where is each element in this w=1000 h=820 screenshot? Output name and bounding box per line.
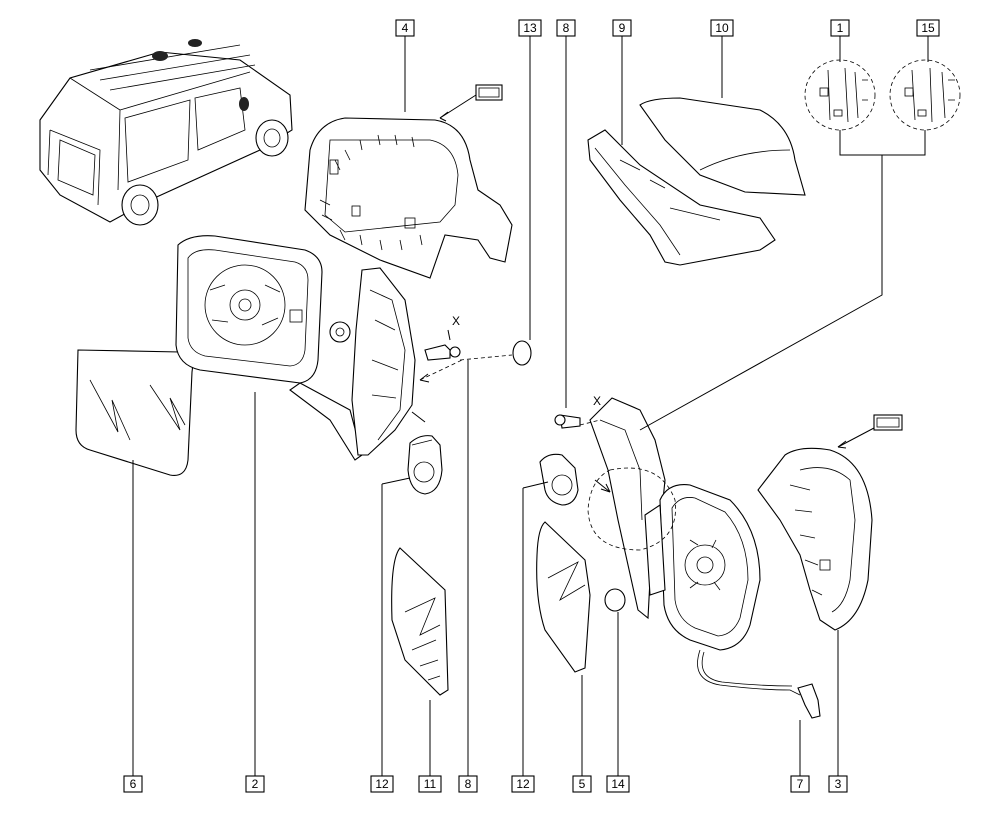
callout-14: 14 — [606, 775, 630, 793]
washer-part-13 — [512, 340, 532, 366]
mirror-glass-part-5 — [536, 521, 591, 673]
reference-tag-4 — [439, 84, 503, 122]
svg-text:12: 12 — [516, 777, 530, 791]
detail-clip-part-1 — [804, 59, 876, 131]
callout-5: 5 — [572, 775, 592, 793]
svg-text:13: 13 — [523, 21, 537, 35]
svg-text:12: 12 — [375, 777, 389, 791]
callout-6: 6 — [123, 775, 143, 793]
heating-element-left — [407, 435, 443, 495]
mirror-body-left — [175, 235, 363, 461]
svg-text:1: 1 — [837, 21, 844, 35]
wiring-harness-part-7 — [697, 649, 821, 719]
marker-x-right: X — [593, 394, 601, 408]
callout-4: 4 — [395, 19, 415, 37]
callout-10: 10 — [710, 19, 734, 37]
svg-text:3: 3 — [835, 777, 842, 791]
svg-text:7: 7 — [797, 777, 804, 791]
svg-text:6: 6 — [130, 777, 137, 791]
mirror-frame-part-9 — [587, 129, 776, 266]
callout-3: 3 — [828, 775, 848, 793]
mirror-body-right — [644, 484, 761, 651]
leader-lines — [132, 36, 929, 776]
svg-text:8: 8 — [465, 777, 472, 791]
callout-12-right: 12 — [511, 775, 535, 793]
mirror-cover-part-4 — [304, 117, 513, 279]
detail-clip-part-15 — [889, 59, 961, 131]
mirror-cover-part-3 — [757, 447, 873, 631]
mirror-glass-part-11 — [391, 547, 449, 696]
callout-11: 11 — [418, 775, 442, 793]
screw-left — [424, 329, 461, 361]
svg-text:14: 14 — [611, 777, 625, 791]
callout-13: 13 — [518, 19, 542, 37]
callout-12-left: 12 — [370, 775, 394, 793]
svg-text:8: 8 — [563, 21, 570, 35]
marker-x-left: X — [452, 314, 460, 328]
callout-2: 2 — [245, 775, 265, 793]
washer-part-14 — [604, 588, 626, 612]
svg-text:15: 15 — [921, 21, 935, 35]
callout-1: 1 — [830, 19, 850, 37]
svg-text:10: 10 — [715, 21, 729, 35]
callout-15: 15 — [916, 19, 940, 37]
svg-text:9: 9 — [619, 21, 626, 35]
svg-text:4: 4 — [402, 21, 409, 35]
reference-tag-3 — [837, 414, 903, 449]
callout-9: 9 — [612, 19, 632, 37]
svg-text:2: 2 — [252, 777, 259, 791]
callout-labels: 4 13 8 9 10 1 15 6 — [123, 19, 940, 793]
heating-element-right — [539, 453, 579, 506]
svg-text:5: 5 — [579, 777, 586, 791]
mirror-glass-left — [75, 349, 194, 476]
mirror-cover-part-10 — [639, 97, 806, 196]
vehicle-illustration — [39, 39, 293, 226]
callout-7: 7 — [790, 775, 810, 793]
mirror-bracket-left — [329, 267, 416, 456]
callout-8-top: 8 — [556, 19, 576, 37]
callout-8-bottom: 8 — [458, 775, 478, 793]
screw-right — [554, 414, 581, 429]
svg-text:11: 11 — [424, 777, 437, 791]
